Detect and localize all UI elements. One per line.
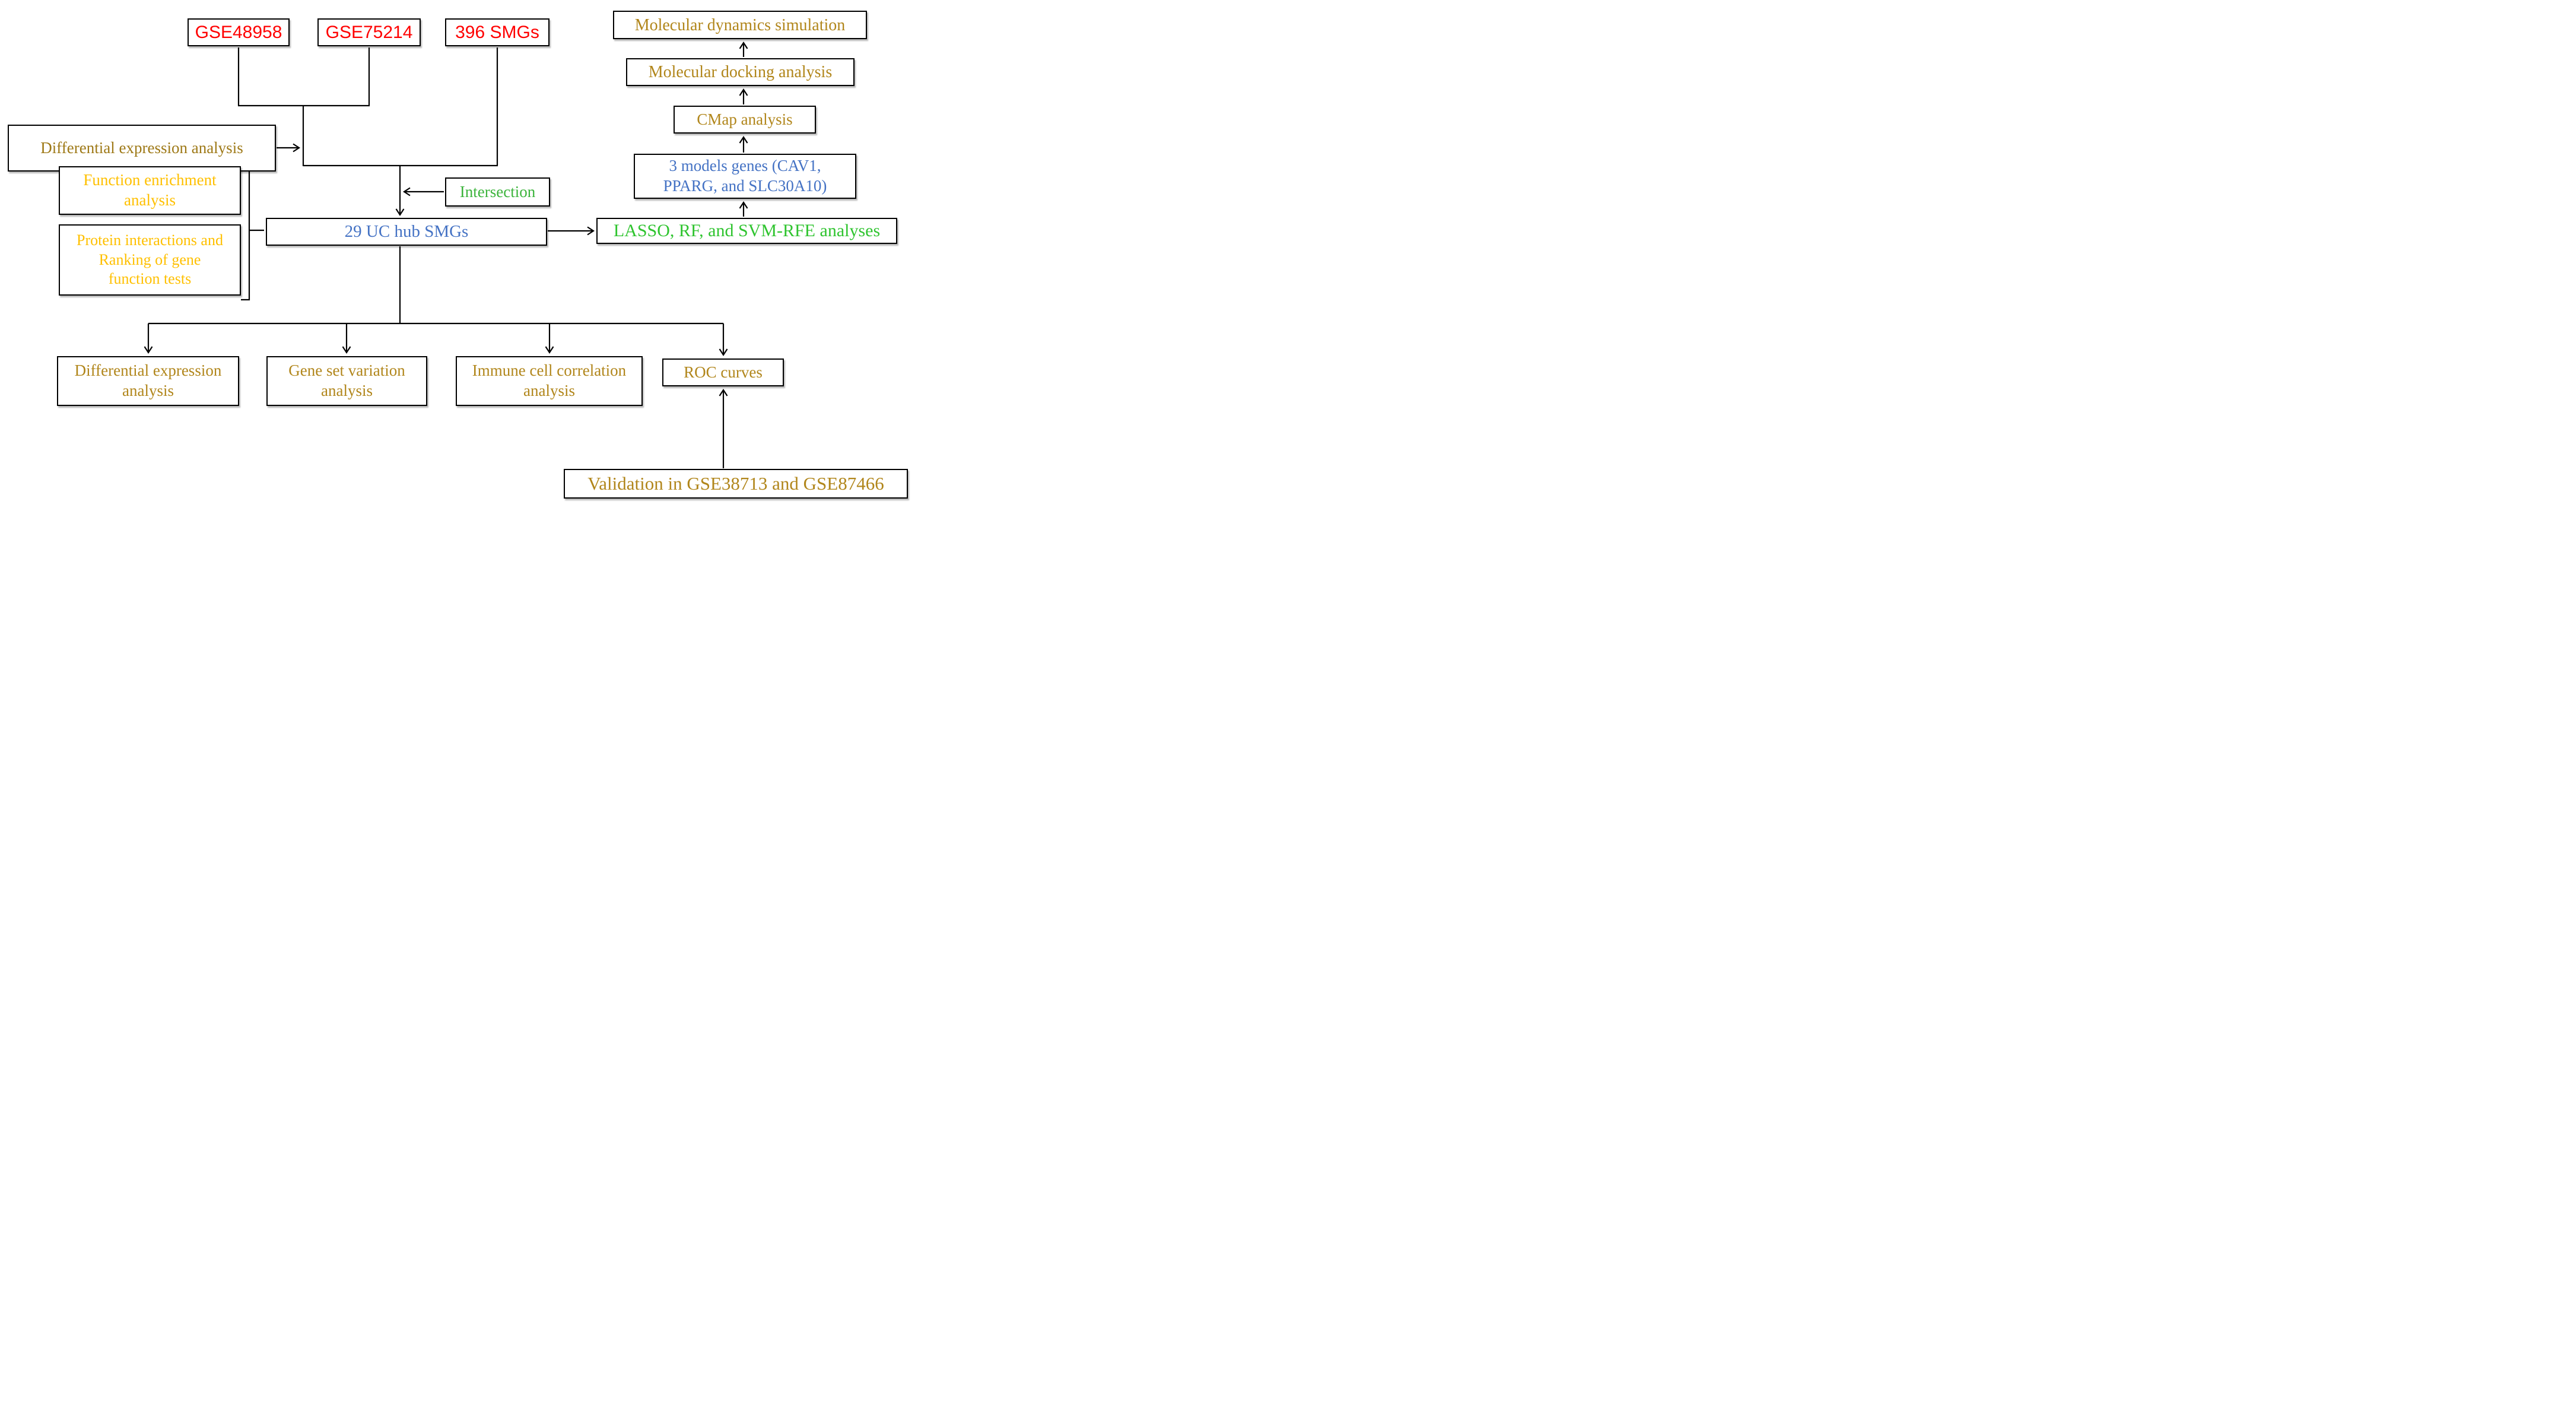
- bracket-left-group: [241, 160, 250, 301]
- node-cmap-analysis: CMap analysis: [674, 106, 816, 134]
- node-gse48958: GSE48958: [188, 18, 290, 46]
- node-396-smgs: 396 SMGs: [445, 18, 549, 46]
- node-protein-interactions: Protein interactions and Ranking of gene…: [59, 224, 241, 296]
- node-immune-cell-correlation: Immune cell correlation analysis: [456, 356, 643, 406]
- flowchart-canvas: GSE48958 GSE75214 396 SMGs Differential …: [0, 0, 919, 503]
- node-differential-expression-top: Differential expression analysis: [8, 125, 276, 172]
- node-differential-expression-bottom: Differential expression analysis: [57, 356, 239, 406]
- node-molecular-docking: Molecular docking analysis: [626, 58, 855, 86]
- node-validation-gse38713-gse87466: Validation in GSE38713 and GSE87466: [564, 469, 908, 499]
- node-29-uc-hub-smgs: 29 UC hub SMGs: [266, 218, 547, 246]
- node-gse75214: GSE75214: [317, 18, 421, 46]
- node-molecular-dynamics: Molecular dynamics simulation: [613, 11, 867, 39]
- node-lasso-rf-svmrfe: LASSO, RF, and SVM-RFE analyses: [596, 218, 897, 244]
- node-intersection: Intersection: [445, 177, 550, 207]
- node-3-model-genes: 3 models genes (CAV1, PPARG, and SLC30A1…: [634, 154, 856, 199]
- node-gene-set-variation: Gene set variation analysis: [266, 356, 427, 406]
- node-roc-curves: ROC curves: [662, 358, 784, 386]
- node-function-enrichment: Function enrichment analysis: [59, 166, 241, 215]
